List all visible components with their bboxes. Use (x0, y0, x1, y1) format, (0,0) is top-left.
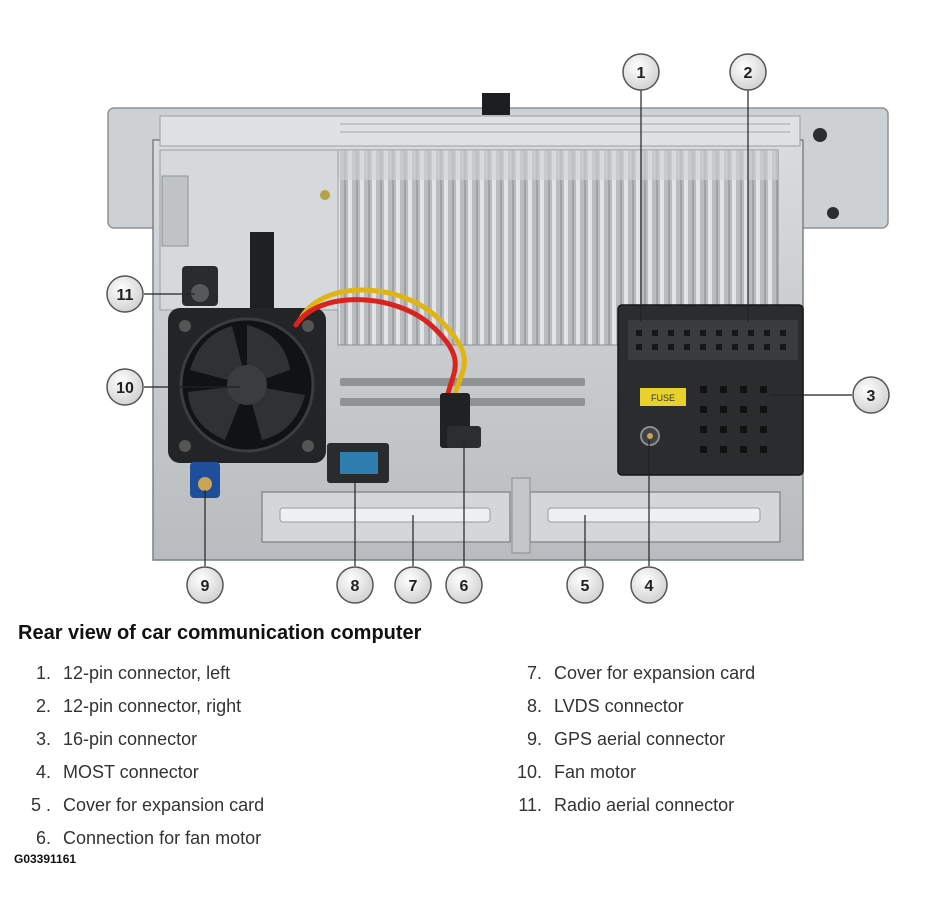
fan-wires (293, 287, 467, 401)
svg-text:1: 1 (637, 65, 646, 82)
legend-item: 8. LVDS connector (505, 693, 925, 726)
legend-item: 1. 12-pin connector, left (18, 660, 488, 693)
fan-connection (440, 393, 481, 448)
legend-number: 5 . (30, 795, 51, 815)
legend-number: 4. (35, 762, 51, 782)
legend-item: 6. Connection for fan motor (18, 825, 488, 858)
legend-number: 7. (526, 663, 542, 683)
pin-grid-top (636, 330, 786, 350)
callout-1: 1 (622, 53, 660, 91)
fuse-label: FUSE (651, 393, 675, 403)
legend-text: Connection for fan motor (63, 828, 262, 848)
legend-number: 3. (35, 729, 51, 749)
callout-5: 5 (566, 566, 604, 604)
gps-aerial-connector (190, 462, 220, 498)
callout-7: 7 (394, 566, 432, 604)
legend-text: 12-pin connector, left (63, 663, 231, 683)
svg-text:5: 5 (581, 578, 590, 595)
svg-text:8: 8 (351, 578, 360, 595)
left-panel (159, 149, 339, 312)
legend-text: 12-pin connector, right (63, 696, 242, 716)
legend-text: LVDS connector (554, 696, 684, 716)
pin-grid-right (700, 386, 767, 453)
leader-lines (144, 90, 852, 566)
callout-3: 3 (852, 376, 890, 414)
figure-caption: Rear view of car communication computer (18, 622, 422, 644)
legend-text: GPS aerial connector (554, 729, 726, 749)
svg-text:7: 7 (409, 578, 418, 595)
callout-10: 10 (106, 368, 144, 406)
figure-id: G03391161 (14, 852, 77, 866)
svg-text:9: 9 (201, 578, 210, 595)
callout-4: 4 (630, 566, 668, 604)
lvds-connector (327, 443, 389, 483)
legend-number: 9. (526, 729, 542, 749)
svg-text:10: 10 (116, 380, 134, 397)
svg-text:6: 6 (460, 578, 469, 595)
expansion-card-cover-left (261, 491, 511, 543)
svg-text:2: 2 (744, 65, 753, 82)
legend-number: 2. (35, 696, 51, 716)
legend-text: 16-pin connector (63, 729, 198, 749)
callout-8: 8 (336, 566, 374, 604)
callout-11: 11 (106, 275, 144, 313)
rear-view-diagram: FUSE (106, 53, 890, 604)
callout-6: 6 (445, 566, 483, 604)
legend-item: 10. Fan motor (505, 759, 925, 792)
legend-text: MOST connector (63, 762, 199, 782)
legend-number: 1. (35, 663, 51, 683)
callout-9: 9 (186, 566, 224, 604)
callout-2: 2 (729, 53, 767, 91)
fan-motor (168, 308, 326, 463)
svg-text:4: 4 (645, 578, 654, 595)
legend-item: 9. GPS aerial connector (505, 726, 925, 759)
legend-number: 11. (518, 795, 542, 815)
legend-item: 3. 16-pin connector (18, 726, 488, 759)
legend-right: 7. Cover for expansion card 8. LVDS connec… (505, 660, 925, 825)
radio-aerial-connector (182, 266, 218, 306)
legend-number: 10. (516, 762, 542, 782)
legend-number: 8. (526, 696, 542, 716)
legend-text: Fan motor (554, 762, 637, 782)
connector-block: FUSE (617, 304, 804, 476)
legend-item: 2. 12-pin connector, right (18, 693, 488, 726)
legend-text: Cover for expansion card (63, 795, 265, 815)
legend-item: 4. MOST connector (18, 759, 488, 792)
legend-item: 7. Cover for expansion card (505, 660, 925, 693)
legend-item: 11. Radio aerial connector (505, 792, 925, 825)
legend-number: 6. (35, 828, 51, 848)
legend-text: Cover for expansion card (554, 663, 756, 683)
legend-left: 1. 12-pin connector, left 2. 12-pin connec… (18, 660, 488, 858)
svg-text:3: 3 (867, 388, 876, 405)
legend-text: Radio aerial connector (554, 795, 735, 815)
callouts: 1 2 3 4 5 6 7 8 (106, 53, 890, 604)
legend-item: 5 . Cover for expansion card (18, 792, 488, 825)
expansion-card-cover-right (529, 491, 781, 543)
svg-text:11: 11 (117, 287, 134, 304)
